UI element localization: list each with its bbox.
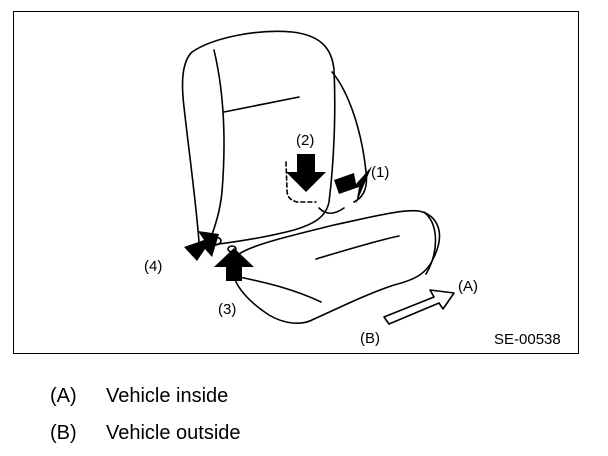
arrow-2 (286, 154, 326, 192)
direction-arrow (383, 289, 455, 325)
arrow-4 (184, 231, 219, 261)
legend-text: Vehicle outside (106, 422, 241, 444)
recline-lever-hidden (285, 161, 317, 203)
seat-cushion-outline (232, 209, 441, 324)
callout-2: (2) (296, 132, 314, 149)
legend-item-b: (B) Vehicle outside (50, 415, 241, 452)
callout-3: (3) (218, 301, 236, 318)
callout-1: (1) (371, 164, 389, 181)
legend-key: (B) (50, 422, 77, 444)
cushion-side-panel (238, 276, 322, 303)
callout-4: (4) (144, 258, 162, 275)
legend-key: (A) (50, 385, 77, 407)
figure-id: SE-00538 (494, 331, 561, 348)
seatback-rear-panel (331, 71, 368, 203)
seatback-side-bolster (208, 49, 225, 243)
callout-a: (A) (458, 278, 478, 295)
seat-diagram: (1) (2) (3) (4) (A) (B) SE-00538 (144, 30, 561, 348)
legend-text: Vehicle inside (106, 385, 229, 407)
seatback-lower-edge (318, 207, 345, 215)
seatback-upper-seam (223, 96, 300, 113)
legend: (A) Vehicle inside (B) Vehicle outside (50, 378, 241, 452)
legend-item-a: (A) Vehicle inside (50, 378, 241, 415)
cushion-front-edge (423, 211, 437, 275)
arrow-1 (334, 166, 372, 204)
arrow-3 (214, 248, 254, 281)
callout-b: (B) (360, 330, 380, 347)
seatback-outline (181, 30, 336, 246)
cushion-seam (315, 235, 400, 260)
figure-frame: (1) (2) (3) (4) (A) (B) SE-00538 (13, 11, 579, 354)
